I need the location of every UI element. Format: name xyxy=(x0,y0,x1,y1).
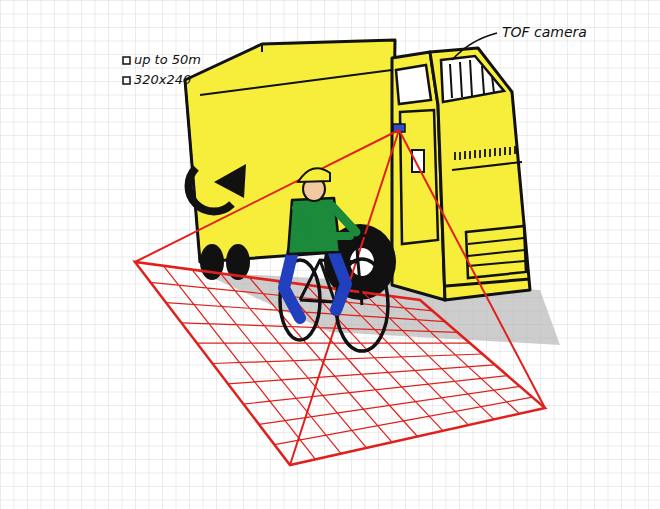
post-horn-logo xyxy=(189,168,232,211)
cab-front xyxy=(430,48,530,300)
side-window xyxy=(396,65,431,104)
windshield-hatch xyxy=(450,60,494,98)
cyclist-arm xyxy=(296,208,350,236)
checkbox-bullet xyxy=(123,57,130,64)
cyclist-leg xyxy=(333,250,346,310)
checkbox-bullet xyxy=(123,77,130,84)
cyclist-leg xyxy=(284,250,300,318)
front-grille xyxy=(466,226,526,278)
windshield xyxy=(441,56,504,102)
cyclist-arm xyxy=(332,206,356,232)
camera-callout: TOF camera xyxy=(502,24,587,40)
leader-line xyxy=(452,33,497,60)
cyclist-helmet xyxy=(298,168,330,182)
bumper xyxy=(446,279,530,286)
grille-edge xyxy=(452,162,522,170)
grille-bars xyxy=(468,238,525,266)
field-rays xyxy=(135,130,545,465)
post-horn-bell xyxy=(214,164,246,198)
spec-note: 320x240 xyxy=(134,72,191,88)
spec-note: up to 50m xyxy=(134,52,201,68)
door-window xyxy=(412,150,424,172)
grille-marks xyxy=(455,146,515,160)
